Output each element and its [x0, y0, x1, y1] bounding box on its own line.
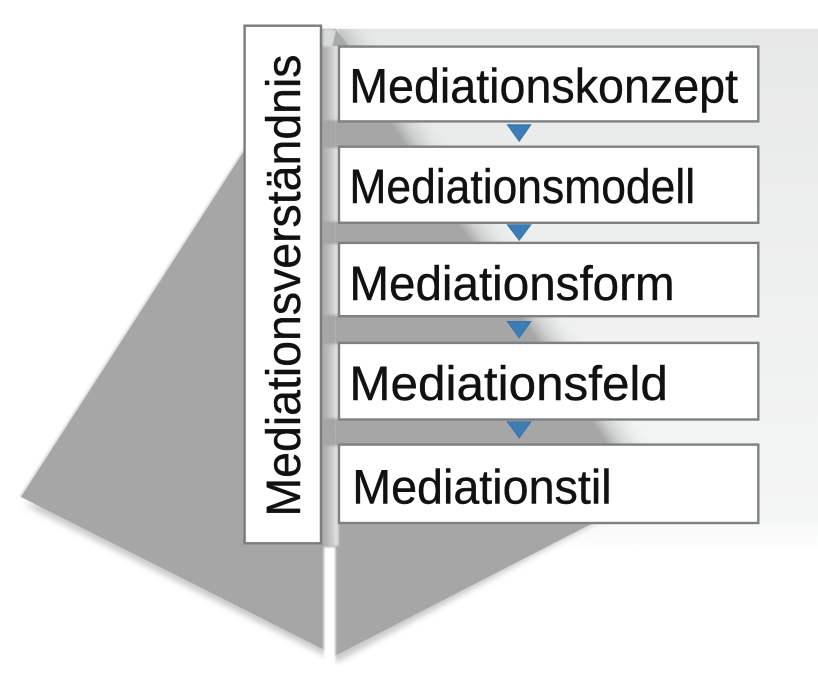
- svg-text:Mediationsverständnis: Mediationsverständnis: [257, 55, 311, 517]
- svg-text:Mediationsmodell: Mediationsmodell: [349, 160, 695, 214]
- svg-text:Mediationsfeld: Mediationsfeld: [349, 357, 668, 411]
- svg-text:Mediationsform: Mediationsform: [349, 257, 674, 311]
- svg-text:Mediationskonzept: Mediationskonzept: [349, 59, 738, 113]
- svg-text:Mediationstil: Mediationstil: [352, 461, 611, 515]
